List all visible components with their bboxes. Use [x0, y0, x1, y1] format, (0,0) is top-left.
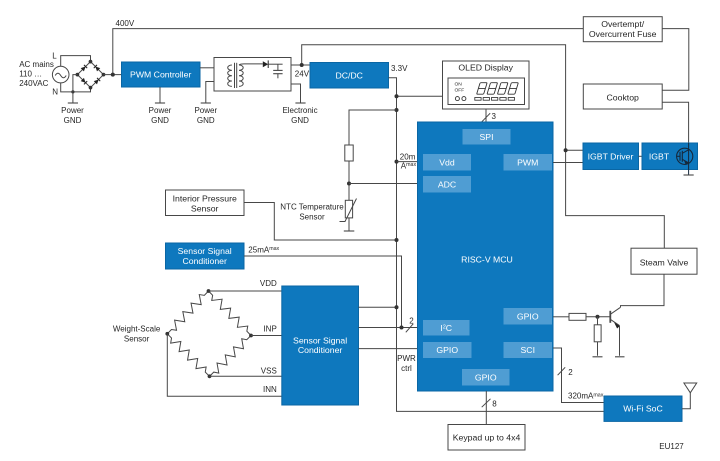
svg-text:Conditioner: Conditioner — [298, 345, 343, 355]
svg-text:I2C: I2C — [440, 323, 452, 333]
svg-text:Conditioner: Conditioner — [182, 256, 227, 266]
svg-text:VSS: VSS — [261, 366, 277, 375]
svg-text:ctrl: ctrl — [401, 364, 412, 373]
svg-text:Weight-Scale: Weight-Scale — [113, 324, 161, 333]
svg-text:3.3V: 3.3V — [391, 64, 408, 73]
svg-text:EU127: EU127 — [659, 442, 684, 451]
svg-text:Interior Pressure: Interior Pressure — [173, 194, 237, 204]
svg-text:RISC-V MCU: RISC-V MCU — [461, 255, 513, 265]
svg-text:2: 2 — [568, 368, 573, 377]
svg-text:ON: ON — [455, 82, 463, 88]
svg-text:110 …: 110 … — [19, 69, 42, 78]
svg-text:Overcurrent Fuse: Overcurrent Fuse — [589, 29, 657, 39]
svg-text:N: N — [52, 87, 58, 96]
svg-text:320mAmax: 320mAmax — [568, 392, 604, 401]
svg-text:Vdd: Vdd — [439, 157, 455, 167]
svg-text:25mAmax: 25mAmax — [248, 245, 279, 254]
svg-text:Sensor: Sensor — [191, 204, 219, 214]
svg-text:Overtempt/: Overtempt/ — [601, 19, 645, 29]
svg-text:OFF: OFF — [455, 87, 465, 93]
svg-text:20m: 20m — [400, 153, 416, 162]
svg-text:3: 3 — [492, 112, 497, 121]
svg-text:Power: Power — [149, 106, 172, 115]
svg-text:Keypad up to 4x4: Keypad up to 4x4 — [453, 433, 521, 443]
svg-text:Wi-Fi SoC: Wi-Fi SoC — [623, 404, 663, 414]
svg-text:INP: INP — [263, 324, 276, 333]
svg-text:8: 8 — [492, 400, 497, 409]
svg-text:IGBT Driver: IGBT Driver — [588, 151, 634, 161]
svg-text:IGBT: IGBT — [649, 151, 670, 161]
svg-text:Power: Power — [61, 106, 84, 115]
svg-text:PWM Controller: PWM Controller — [130, 70, 191, 80]
svg-text:GND: GND — [197, 116, 215, 125]
svg-text:VDD: VDD — [260, 279, 277, 288]
svg-text:GPIO: GPIO — [517, 311, 539, 321]
svg-text:240VAC: 240VAC — [19, 79, 48, 88]
svg-text:SCI: SCI — [521, 345, 535, 355]
svg-text:Steam Valve: Steam Valve — [640, 257, 689, 267]
svg-text:DC/DC: DC/DC — [335, 70, 363, 80]
svg-text:PWM: PWM — [517, 157, 538, 167]
svg-text:Sensor: Sensor — [299, 213, 325, 222]
svg-text:Sensor Signal: Sensor Signal — [293, 335, 347, 345]
svg-text:PWR: PWR — [397, 354, 416, 363]
svg-text:NTC Temperature: NTC Temperature — [280, 203, 344, 212]
svg-text:Electronic: Electronic — [282, 106, 317, 115]
svg-text:Power: Power — [194, 106, 217, 115]
svg-text:GPIO: GPIO — [475, 372, 497, 382]
svg-text:AC mains: AC mains — [19, 60, 54, 69]
svg-text:400V: 400V — [116, 19, 135, 28]
svg-text:24V: 24V — [295, 70, 310, 79]
svg-text:SPI: SPI — [479, 132, 493, 142]
svg-text:GND: GND — [291, 116, 309, 125]
svg-text:GND: GND — [64, 116, 82, 125]
svg-text:2: 2 — [409, 316, 414, 325]
svg-text:L: L — [52, 52, 57, 61]
svg-text:ADC: ADC — [438, 179, 456, 189]
svg-text:OLED Display: OLED Display — [458, 63, 513, 73]
svg-text:Amax: Amax — [401, 161, 417, 170]
svg-text:Cooktop: Cooktop — [607, 92, 640, 102]
svg-text:GND: GND — [151, 116, 169, 125]
svg-text:Sensor Signal: Sensor Signal — [178, 246, 232, 256]
svg-text:INN: INN — [263, 385, 277, 394]
svg-text:GPIO: GPIO — [436, 345, 458, 355]
svg-text:Sensor: Sensor — [124, 334, 150, 343]
